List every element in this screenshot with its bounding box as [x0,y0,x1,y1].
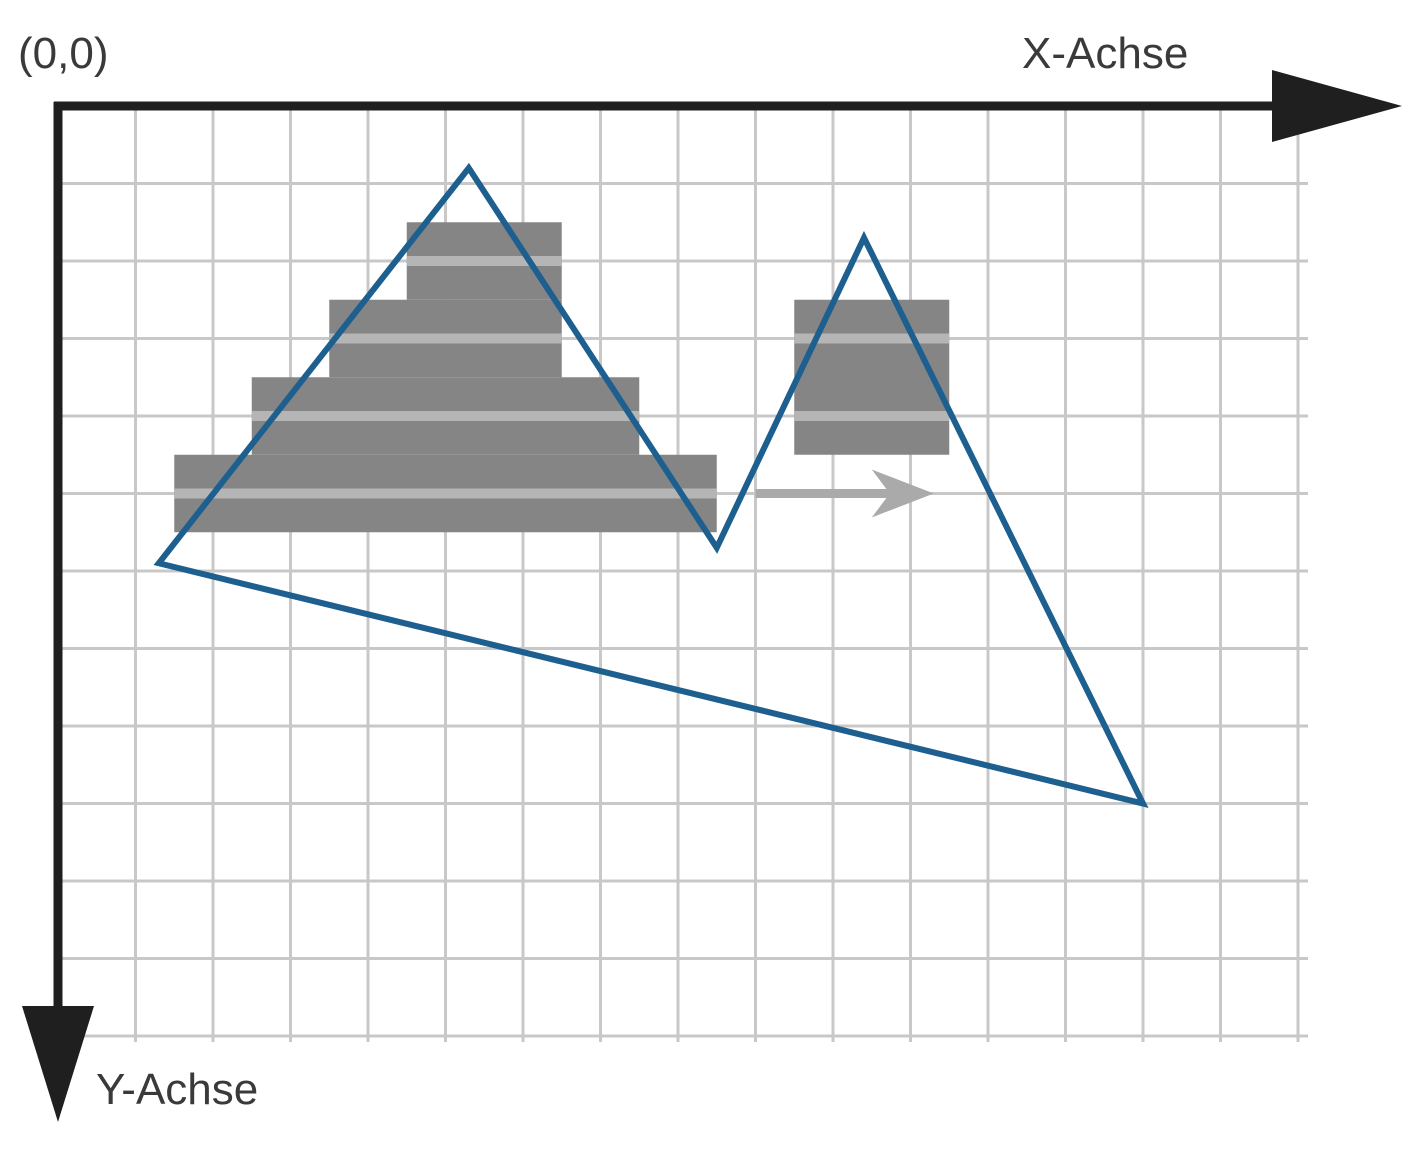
moved-pixel-block [794,300,949,455]
axes [22,70,1402,1122]
x-axis-label: X-Achse [1022,32,1188,76]
x-axis-arrowhead [1272,70,1402,142]
origin-label: (0,0) [18,32,108,76]
y-axis-arrowhead [22,1006,94,1122]
grid [58,106,1308,1042]
move-arrow [756,470,934,518]
y-axis-label: Y-Achse [96,1068,258,1112]
